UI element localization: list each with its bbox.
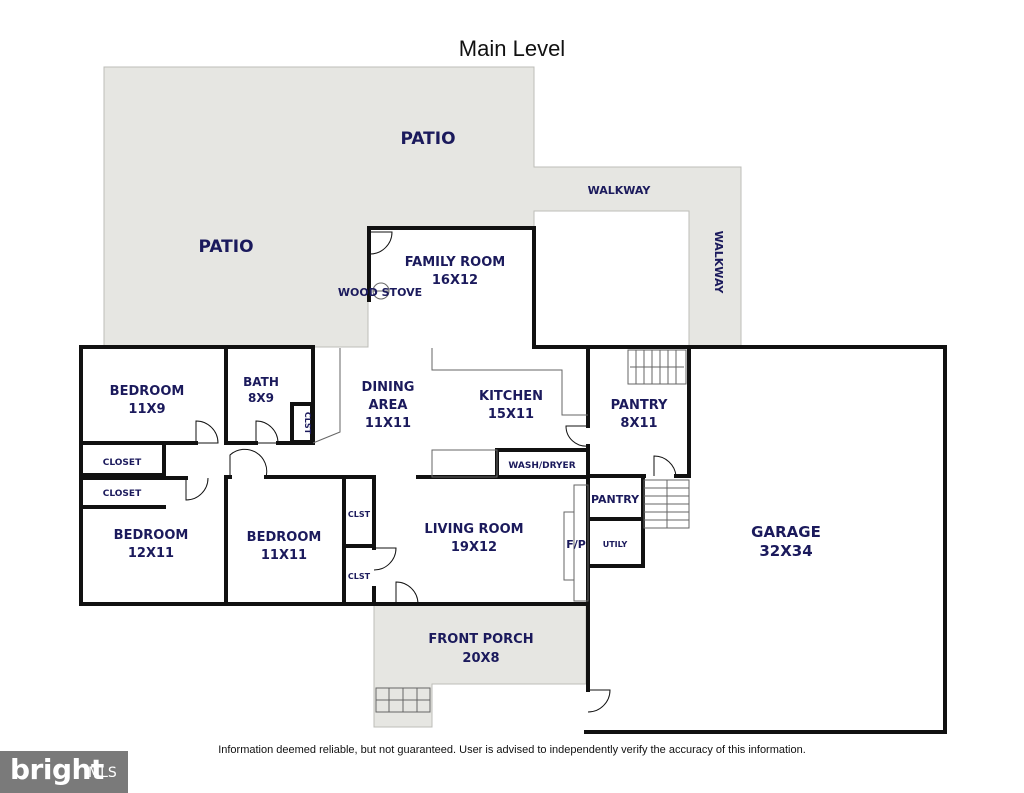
label-bedroom2-dim: 12X11 [128, 546, 174, 561]
label-utility: UTILY [603, 540, 628, 549]
label-walkway-v: WALKWAY [712, 231, 725, 295]
label-family-room: FAMILY ROOM [405, 255, 505, 270]
label-dining: DINING [362, 380, 415, 395]
walls [79, 226, 947, 734]
label-front-porch: FRONT PORCH [428, 632, 533, 647]
logo-brand: bright [10, 753, 104, 786]
fixtures [312, 282, 690, 713]
label-dining-2: AREA [368, 398, 407, 413]
room-labels: PATIO PATIO WALKWAY WALKWAY FAMILY ROOM … [103, 129, 821, 666]
plan-title: Main Level [458, 36, 566, 61]
logo-suffix: MLS [88, 765, 117, 781]
label-bedroom3-dim: 11X11 [261, 548, 307, 563]
label-living-room: LIVING ROOM [424, 522, 523, 537]
label-dining-dim: 11X11 [365, 416, 411, 431]
label-family-room-dim: 16X12 [432, 273, 478, 288]
label-patio-left: PATIO [198, 237, 253, 257]
label-garage: GARAGE [751, 523, 821, 541]
label-bedroom1: BEDROOM [110, 384, 185, 399]
label-bath-dim: 8X9 [248, 391, 274, 405]
label-clst-bath: CLST [303, 412, 312, 435]
label-bedroom2: BEDROOM [114, 528, 189, 543]
label-clst1: CLST [348, 510, 371, 519]
label-bedroom3: BEDROOM [247, 530, 322, 545]
stairs-porch [375, 687, 431, 713]
label-living-room-dim: 19X12 [451, 540, 497, 555]
label-pantry1-dim: 8X11 [620, 416, 657, 431]
label-pantry1: PANTRY [611, 398, 668, 413]
label-closet1: CLOSET [103, 458, 142, 468]
label-kitchen-dim: 15X11 [488, 407, 534, 422]
patio-area [103, 66, 742, 348]
label-wood-stove: WOOD STOVE [338, 286, 422, 299]
outdoor-areas [103, 66, 742, 728]
label-fp: F/P [566, 538, 586, 551]
stairs-lower [643, 479, 690, 529]
label-kitchen: KITCHEN [479, 389, 543, 404]
label-front-porch-dim: 20X8 [462, 651, 499, 666]
doors [185, 231, 677, 713]
label-clst2: CLST [348, 572, 371, 581]
label-bedroom1-dim: 11X9 [128, 402, 165, 417]
label-garage-dim: 32X34 [759, 542, 812, 560]
bright-mls-logo: bright MLS [0, 751, 128, 793]
label-walkway-h: WALKWAY [588, 184, 652, 197]
disclaimer: Information deemed reliable, but not gua… [218, 744, 806, 756]
label-closet2: CLOSET [103, 489, 142, 499]
label-wash-dryer: WASH/DRYER [508, 461, 575, 471]
label-bath: BATH [243, 375, 279, 389]
label-pantry2: PANTRY [591, 493, 640, 506]
label-patio-top: PATIO [400, 129, 455, 149]
stairs-upper [627, 349, 687, 385]
